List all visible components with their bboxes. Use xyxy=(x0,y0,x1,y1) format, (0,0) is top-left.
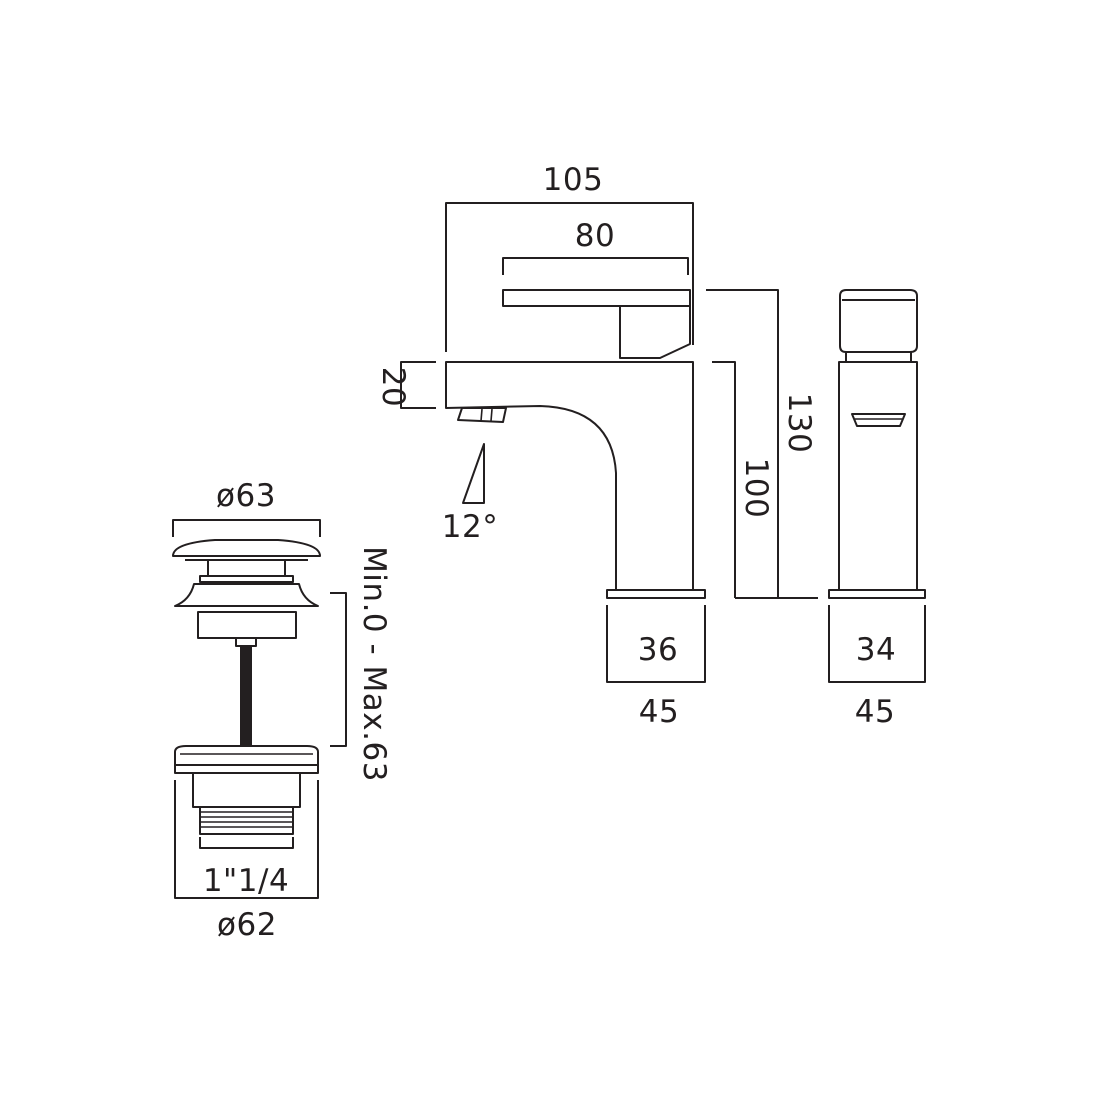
dim-line-side-base-inner xyxy=(828,605,926,683)
tap-side-view: 34 45 xyxy=(828,289,926,730)
label-base-inner: 36 xyxy=(638,632,678,668)
dim-line-spout-height xyxy=(400,361,436,409)
waste-flange xyxy=(174,583,319,607)
dim-line-height-overall xyxy=(706,289,779,598)
cap-collar xyxy=(199,575,294,583)
waste-body xyxy=(192,772,301,808)
label-spout-height: 20 xyxy=(375,367,411,407)
aerator-detail-2 xyxy=(490,408,493,422)
waste-drawing: ø63 Min.0 - Max.63 1"1/4 xyxy=(172,478,392,943)
label-width-overall: 105 xyxy=(543,162,604,198)
side-body xyxy=(838,361,918,591)
dim-line-body-diameter xyxy=(174,780,319,899)
tap-handle xyxy=(502,289,691,359)
label-side-base-inner: 34 xyxy=(856,632,896,668)
label-grip-range: Min.0 - Max.63 xyxy=(356,546,392,782)
waste-cap xyxy=(172,539,321,557)
threaded-spindle xyxy=(240,646,252,746)
label-height-overall: 130 xyxy=(781,393,817,454)
label-base-outer: 45 xyxy=(639,694,679,730)
dim-line-grip-range xyxy=(330,592,347,747)
dim-line-width-overall xyxy=(445,202,694,352)
dim-line-height-to-spout xyxy=(712,361,736,598)
label-side-base-outer: 45 xyxy=(855,694,895,730)
label-body-diameter: ø62 xyxy=(217,907,277,943)
side-aerator xyxy=(851,413,906,427)
waste-body-skirt xyxy=(174,764,319,774)
side-base-plate xyxy=(828,589,926,599)
cap-stem xyxy=(207,559,286,577)
tap-aerator xyxy=(457,407,507,423)
side-handle-neck xyxy=(845,352,912,362)
label-cap-diameter: ø63 xyxy=(216,478,276,514)
dim-line-handle-length xyxy=(502,257,689,275)
angle-marker xyxy=(462,443,485,504)
dim-line-cap-diameter xyxy=(172,519,321,537)
thread-lines xyxy=(200,811,293,828)
aerator-detail xyxy=(480,408,483,422)
waste-body-top xyxy=(174,745,319,766)
label-angle: 12° xyxy=(442,509,498,545)
dim-line-thread xyxy=(199,837,294,849)
tap-front-view: 105 80 20 12° 100 130 36 45 xyxy=(375,162,818,730)
label-handle-length: 80 xyxy=(575,218,615,254)
flange-neck xyxy=(197,611,297,639)
tap-body xyxy=(445,361,694,591)
label-height-to-spout: 100 xyxy=(738,458,774,519)
spindle-head xyxy=(235,637,257,647)
label-thread: 1"1/4 xyxy=(203,863,289,899)
tap-base-plate xyxy=(606,589,706,599)
waste-thread xyxy=(199,806,294,835)
dim-line-base-inner xyxy=(606,605,706,683)
